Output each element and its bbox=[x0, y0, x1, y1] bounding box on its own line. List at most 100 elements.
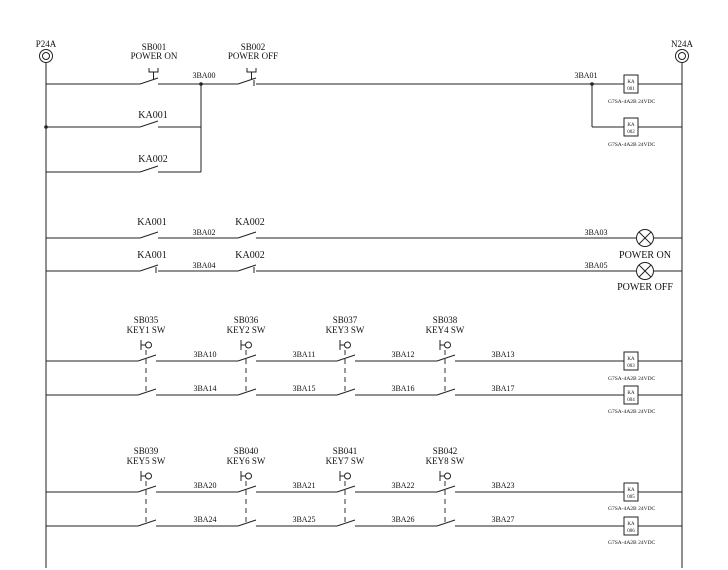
wire-label: 3BA17 bbox=[491, 384, 514, 393]
key-knob-icon bbox=[344, 341, 351, 349]
key-knob-icon bbox=[444, 472, 451, 480]
lamp-power-on bbox=[636, 229, 654, 247]
key5-contact bbox=[137, 485, 157, 493]
relay-ka001-model: G7SA-4A2B 24VDC bbox=[608, 99, 656, 105]
ka002-off-contact bbox=[237, 264, 257, 272]
ka002-hold-contact bbox=[139, 165, 159, 173]
wire-label: 3BA25 bbox=[292, 515, 315, 524]
junction-dot bbox=[44, 125, 48, 129]
key-switch-sb038: SB038 KEY4 SW bbox=[426, 315, 465, 395]
terminal-right-outer bbox=[675, 49, 689, 63]
sb002-actuator bbox=[246, 68, 257, 80]
wire-label: 3BA26 bbox=[391, 515, 414, 524]
wire-label-3ba04: 3BA04 bbox=[192, 261, 215, 270]
key-row-a2: 3BA14 3BA15 3BA16 3BA17 KA 004 G7SA-4A2B… bbox=[46, 384, 682, 415]
key-switch-tag: SB035 bbox=[134, 315, 159, 325]
ka001-hold-contact bbox=[139, 120, 159, 128]
relay-ka005-model: G7SA-4A2B 24VDC bbox=[608, 506, 656, 512]
ka002-on-contact bbox=[237, 231, 257, 239]
key3-contact bbox=[336, 388, 356, 396]
wire-label: 3BA12 bbox=[391, 350, 414, 359]
wire-label: 3BA24 bbox=[193, 515, 216, 524]
key4-contact bbox=[436, 354, 456, 362]
wire-label: 3BA13 bbox=[491, 350, 514, 359]
rung-power-control: SB001 POWER ON SB002 POWER OFF 3BA00 3BA… bbox=[44, 42, 682, 173]
relay-ka001-prefix: KA bbox=[627, 80, 635, 85]
key-group-a: SB035 KEY1 SW SB036 KEY2 SW SB037 KEY3 S… bbox=[46, 315, 682, 415]
lamp-power-on-label: POWER ON bbox=[619, 250, 671, 261]
ka001-hold-label: KA001 bbox=[138, 110, 167, 121]
terminal-right-inner bbox=[678, 52, 686, 60]
sb001-tag: SB001 bbox=[142, 42, 167, 52]
key-knob-icon bbox=[444, 341, 451, 349]
key-switch-label: KEY8 SW bbox=[426, 456, 465, 466]
relay-ka002-num: 002 bbox=[627, 130, 635, 135]
relay-ka002-prefix: KA bbox=[627, 123, 635, 128]
relay-ka003-prefix: KA bbox=[627, 357, 635, 362]
key-switch-tag: SB039 bbox=[134, 446, 159, 456]
key-switch-sb037: SB037 KEY3 SW bbox=[326, 315, 365, 395]
key-switch-label: KEY4 SW bbox=[426, 325, 465, 335]
key-switch-sb036: SB036 KEY2 SW bbox=[227, 315, 266, 395]
wire-label: 3BA15 bbox=[292, 384, 315, 393]
key-switch-sb041: SB041 KEY7 SW bbox=[326, 446, 365, 526]
key-switch-label: KEY7 SW bbox=[326, 456, 365, 466]
wire-label: 3BA20 bbox=[193, 481, 216, 490]
key2-contact bbox=[237, 388, 257, 396]
key1-contact bbox=[137, 388, 157, 396]
wire-label: 3BA21 bbox=[292, 481, 315, 490]
power-rails: P24A N24A bbox=[36, 39, 693, 568]
key-switch-label: KEY1 SW bbox=[127, 325, 166, 335]
wire-label: 3BA27 bbox=[491, 515, 514, 524]
sb002-label: POWER OFF bbox=[228, 51, 278, 61]
lamp-power-off-label: POWER OFF bbox=[617, 282, 673, 293]
key6-contact bbox=[237, 485, 257, 493]
wire-label: 3BA23 bbox=[491, 481, 514, 490]
key7-contact bbox=[336, 485, 356, 493]
wire-label: 3BA16 bbox=[391, 384, 414, 393]
key6-contact bbox=[237, 519, 257, 527]
sb001-label: POWER ON bbox=[131, 51, 178, 61]
sb002-contact bbox=[237, 77, 257, 85]
rung-power-on-lamp: KA001 KA002 3BA02 3BA03 POWER ON bbox=[46, 217, 682, 261]
key5-contact bbox=[137, 519, 157, 527]
ka002-hold-label: KA002 bbox=[138, 154, 167, 165]
key-switch-tag: SB038 bbox=[433, 315, 458, 325]
terminal-left-outer bbox=[39, 49, 53, 63]
key-group-b: SB039 KEY5 SW SB040 KEY6 SW SB041 KEY7 S… bbox=[46, 446, 682, 546]
key-switch-sb042: SB042 KEY8 SW bbox=[426, 446, 465, 526]
sb002-tag: SB002 bbox=[241, 42, 266, 52]
wire-label: 3BA11 bbox=[293, 350, 316, 359]
relay-ka003-model: G7SA-4A2B 24VDC bbox=[608, 376, 656, 382]
key-switch-tag: SB037 bbox=[333, 315, 358, 325]
bus-label-left: P24A bbox=[36, 39, 57, 49]
lamp-power-off bbox=[636, 262, 654, 280]
relay-ka001-num: 001 bbox=[627, 87, 635, 92]
key-row-b2: 3BA24 3BA25 3BA26 3BA27 KA 006 G7SA-4A2B… bbox=[46, 515, 682, 546]
relay-ka006-prefix: KA bbox=[627, 522, 635, 527]
relay-ka004-num: 004 bbox=[627, 398, 635, 403]
key-switch-label: KEY3 SW bbox=[326, 325, 365, 335]
wire-label-3ba02: 3BA02 bbox=[192, 228, 215, 237]
key-switch-tag: SB042 bbox=[433, 446, 458, 456]
ka002-off-label: KA002 bbox=[235, 250, 264, 261]
terminal-left-inner bbox=[42, 52, 50, 60]
wire-label: 3BA14 bbox=[193, 384, 216, 393]
ka002-on-label: KA002 bbox=[235, 217, 264, 228]
ka001-off-contact bbox=[139, 264, 159, 272]
relay-ka004-model: G7SA-4A2B 24VDC bbox=[608, 409, 656, 415]
key-row-b1: 3BA20 3BA21 3BA22 3BA23 KA 005 G7SA-4A2B… bbox=[46, 481, 682, 512]
wire-label-3ba00: 3BA00 bbox=[192, 71, 215, 80]
relay-ka002-model: G7SA-4A2B 24VDC bbox=[608, 142, 656, 148]
lamp-cross bbox=[638, 231, 652, 245]
key-switch-tag: SB040 bbox=[234, 446, 259, 456]
key3-contact bbox=[336, 354, 356, 362]
bus-label-right: N24A bbox=[671, 39, 693, 49]
key-knob-icon bbox=[245, 472, 252, 480]
ka001-on-contact bbox=[139, 231, 159, 239]
wire-label-3ba03: 3BA03 bbox=[584, 228, 607, 237]
relay-ka006-model: G7SA-4A2B 24VDC bbox=[608, 540, 656, 546]
key4-contact bbox=[436, 388, 456, 396]
key-knob-icon bbox=[344, 472, 351, 480]
